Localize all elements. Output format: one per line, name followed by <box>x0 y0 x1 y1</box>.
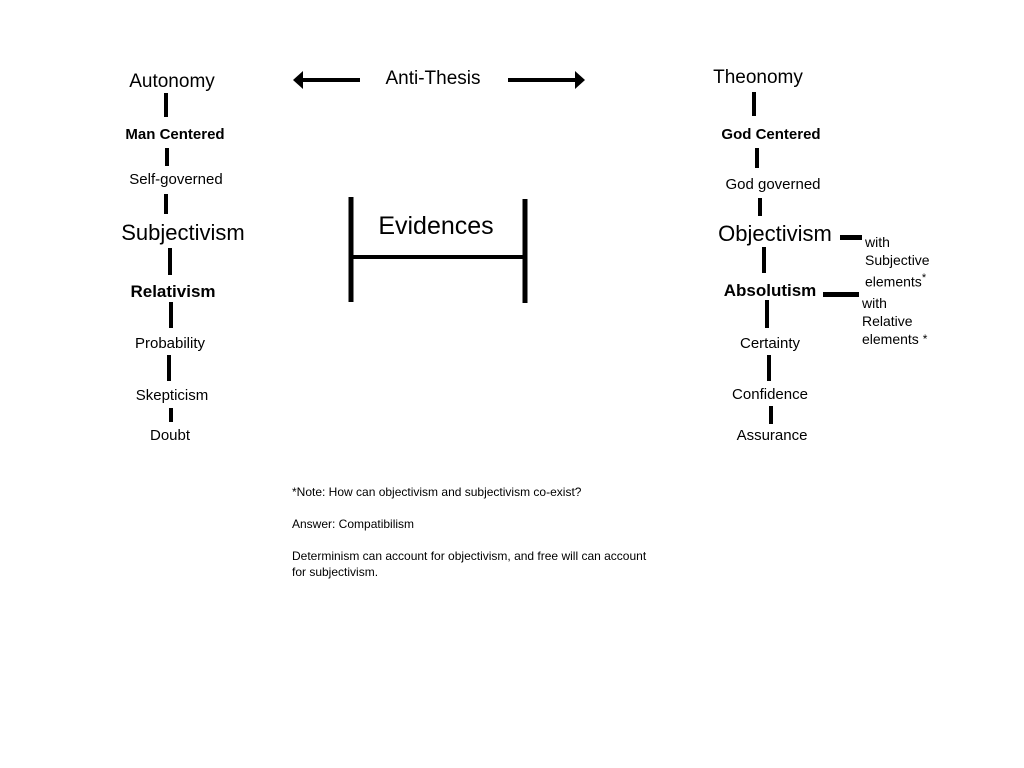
right-connector <box>762 247 766 273</box>
theonomy-title: Theonomy <box>713 67 803 88</box>
with-text: with <box>862 295 887 311</box>
subjectivism-label: Subjectivism <box>121 220 245 245</box>
note-explanation-line2: for subjectivism. <box>292 565 379 579</box>
asterisk-mark: * <box>921 272 927 284</box>
elements-text: elements * <box>862 330 927 348</box>
right-connector <box>767 355 771 381</box>
evidences-label: Evidences <box>378 212 494 240</box>
antithesis-left-arrow <box>293 71 360 89</box>
evidences-bracket <box>348 197 528 303</box>
skepticism-label: Skepticism <box>135 387 209 404</box>
probability-label: Probability <box>134 335 206 352</box>
note-explanation-line1: Determinism can account for objectivism,… <box>292 549 647 563</box>
left-connector <box>169 302 173 328</box>
left-connector <box>164 194 168 214</box>
certainty-label: Certainty <box>739 335 801 352</box>
right-connector <box>755 148 759 168</box>
objectivism-side-connector <box>840 235 862 240</box>
subjective-text: Subjective <box>865 252 930 268</box>
left-connector <box>169 408 173 422</box>
with-text: with <box>865 234 890 250</box>
left-connector <box>168 248 172 275</box>
autonomy-title: Autonomy <box>129 71 215 92</box>
antithesis-right-arrow <box>508 71 585 89</box>
left-connector <box>164 93 168 117</box>
left-connector <box>167 355 171 381</box>
god-governed-label: God governed <box>725 176 821 193</box>
confidence-label: Confidence <box>732 386 808 403</box>
relativism-label: Relativism <box>130 282 216 301</box>
elements-text: elements* <box>865 269 930 291</box>
objectivism-label: Objectivism <box>718 221 832 246</box>
assurance-label: Assurance <box>736 427 808 444</box>
right-connector <box>758 198 762 216</box>
note-answer: Answer: Compatibilism <box>292 517 415 531</box>
antithesis-label: Anti-Thesis <box>385 68 481 89</box>
right-connector <box>765 300 769 328</box>
self-governed-label: Self-governed <box>129 171 223 188</box>
doubt-label: Doubt <box>149 427 191 444</box>
absolutism-side-connector <box>823 292 859 297</box>
left-connector <box>165 148 169 166</box>
elements-word: elements <box>862 331 919 347</box>
asterisk-mark: * <box>922 332 928 346</box>
absolutism-side-note: with Relative elements * <box>862 294 927 348</box>
note-question: *Note: How can objectivism and subjectiv… <box>292 485 582 499</box>
objectivism-side-note: with Subjective elements* <box>865 233 930 291</box>
relative-text: Relative <box>862 313 913 329</box>
right-connector <box>752 92 756 116</box>
man-centered-label: Man Centered <box>125 126 225 143</box>
elements-word: elements <box>865 273 922 290</box>
absolutism-label: Absolutism <box>723 281 817 300</box>
right-connector <box>769 406 773 424</box>
god-centered-label: God Centered <box>721 126 821 143</box>
